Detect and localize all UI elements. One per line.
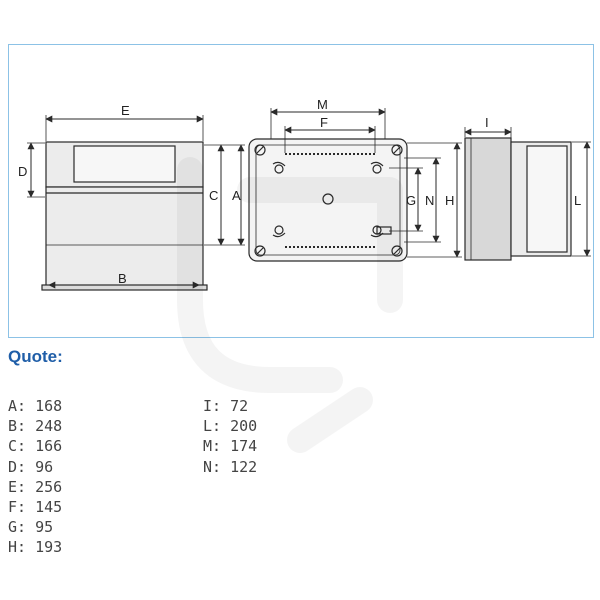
side-view-base — [464, 137, 512, 261]
quote-item-D: D: 96 — [8, 457, 54, 476]
label-B: B — [118, 271, 127, 286]
enclosure-dimension-drawing: E D C A B — [18, 97, 591, 291]
label-C: C — [209, 188, 218, 203]
mounting-boss-bl — [272, 225, 286, 238]
front-view — [41, 141, 208, 291]
technical-drawing-panel: E D C A B — [8, 44, 594, 338]
quote-item-L: L: 200 — [203, 417, 258, 436]
corner-screw-bl — [254, 245, 266, 257]
quote-list-right: I: 72 L: 200 M: 174 N: 122 — [203, 396, 257, 477]
quote-item-M: M: 174 — [203, 437, 258, 456]
label-D: D — [18, 164, 27, 179]
top-view-body — [248, 138, 408, 262]
quote-item-G: G: 95 — [8, 518, 54, 537]
label-F: F — [320, 115, 328, 130]
label-N: N — [425, 193, 434, 208]
quote-item-B: B: 248 — [8, 417, 63, 436]
quote-item-E: E: 256 — [8, 477, 63, 496]
quote-item-C: C: 166 — [8, 437, 63, 456]
corner-screw-br — [391, 245, 403, 257]
label-G: G — [406, 193, 416, 208]
label-M: M — [317, 97, 328, 112]
quote-heading: Quote: — [8, 347, 63, 366]
side-view-lid-window — [526, 145, 568, 253]
corner-screw-tl — [254, 144, 266, 156]
top-view — [248, 138, 408, 262]
label-I: I — [485, 115, 489, 130]
terminal-block — [376, 226, 392, 235]
label-L: L — [574, 193, 581, 208]
front-view-lid-window — [73, 145, 176, 183]
quote-item-A: A: 168 — [8, 397, 63, 415]
label-E: E — [121, 103, 130, 118]
label-A: A — [232, 188, 241, 203]
quote-item-F: F: 145 — [8, 497, 63, 516]
front-view-base — [45, 186, 204, 289]
side-view — [464, 137, 572, 261]
quote-list-left: A: 168 B: 248 C: 166 D: 96 E: 256 F: 145… — [8, 396, 62, 558]
mounting-boss-tr — [370, 161, 384, 174]
corner-screw-tr — [391, 144, 403, 156]
quote-item-H: H: 193 — [8, 538, 63, 557]
quote-item-N: N: 122 — [203, 457, 258, 476]
quote-item-I: I: 72 — [203, 397, 249, 415]
mounting-boss-tl — [272, 161, 286, 174]
center-hole — [322, 193, 334, 205]
label-H: H — [445, 193, 454, 208]
